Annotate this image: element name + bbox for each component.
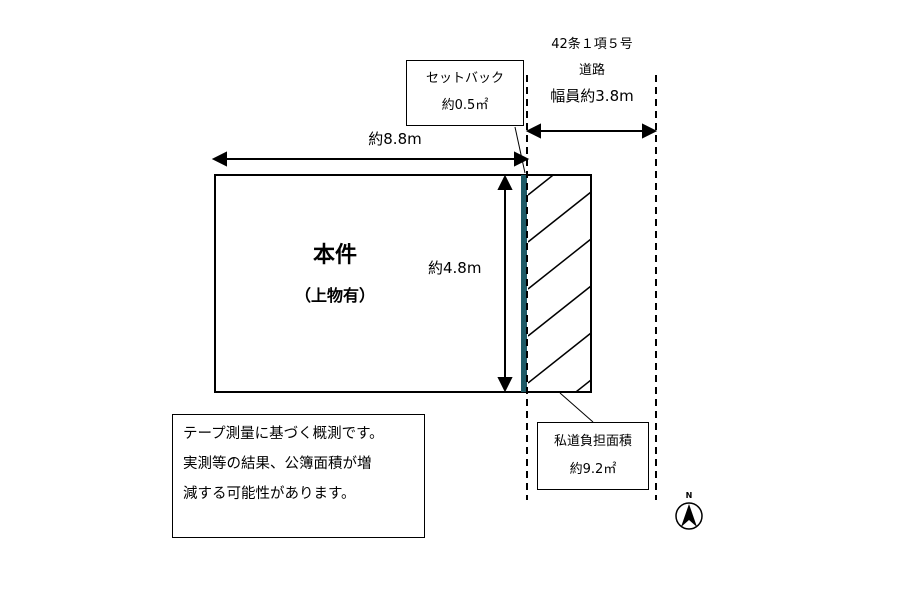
survey-note: テープ測量に基づく概測です。 実測等の結果、公簿面積が増 減する可能性があります… [172, 414, 425, 538]
property-lot [214, 174, 592, 393]
property-width-dimension [211, 151, 530, 167]
setback-title: セットバック [425, 71, 504, 86]
property-height-label: 約4.8m [428, 259, 482, 277]
setback-leader-line [514, 126, 526, 174]
private-road-callout: 私道負担面積 約9.2㎡ [537, 422, 649, 490]
private-road-title: 私道負担面積 [553, 434, 632, 449]
north-arrow-icon [675, 502, 703, 530]
north-label: N [685, 491, 693, 500]
survey-note-line-1: テープ測量に基づく概測です。 [183, 426, 384, 442]
survey-note-line-2: 実測等の結果、公簿面積が増 [183, 456, 372, 472]
road-label: 道路 [578, 63, 605, 78]
road-width-dimension [525, 123, 658, 139]
road-width-label: 幅員約3.8m [550, 87, 634, 105]
setback-area: 約0.5㎡ [441, 98, 489, 113]
road-type-label: 42条１項５号 [551, 37, 633, 52]
survey-note-line-3: 減する可能性があります。 [183, 486, 356, 502]
private-road-leader-line [559, 392, 594, 423]
setback-callout: セットバック 約0.5㎡ [406, 60, 524, 126]
setback-strip [521, 175, 527, 392]
property-title: 本件 [312, 243, 357, 268]
property-subtitle: （上物有） [294, 286, 375, 305]
private-road-area: 約9.2㎡ [569, 462, 617, 477]
property-height-dimension [497, 174, 513, 393]
private-road-hatch [528, 175, 591, 392]
property-width-label: 約8.8m [368, 130, 422, 148]
